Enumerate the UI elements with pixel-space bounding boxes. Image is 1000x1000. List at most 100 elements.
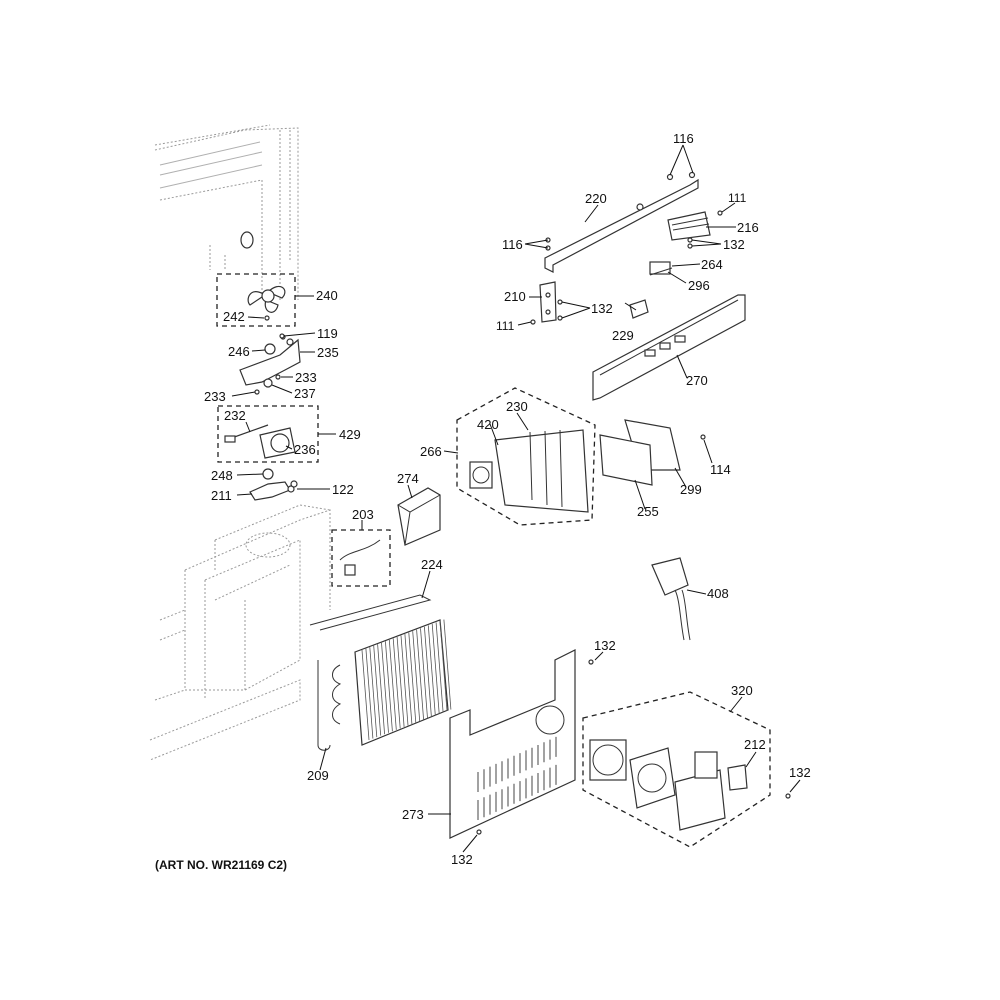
fan-420-icon bbox=[469, 461, 493, 489]
coil-fin bbox=[427, 625, 436, 716]
callout-122: 122 bbox=[332, 482, 354, 497]
power-plug-icon bbox=[651, 557, 689, 596]
callout-119: 119 bbox=[317, 326, 338, 341]
art-number: (ART NO. WR21169 C2) bbox=[155, 858, 287, 872]
callout-209: 209 bbox=[307, 768, 329, 783]
group-box-240 bbox=[216, 273, 296, 327]
callout-232: 232 bbox=[224, 408, 246, 423]
callout-210: 210 bbox=[504, 289, 526, 304]
callout-114: 114 bbox=[710, 462, 731, 477]
callout-229: 229 bbox=[612, 328, 634, 343]
coil-fin bbox=[443, 619, 452, 710]
harness-group bbox=[331, 529, 391, 587]
callout-273: 273 bbox=[402, 807, 424, 822]
cabinet-outline bbox=[154, 124, 299, 300]
callout-132: 132 bbox=[789, 765, 811, 780]
board-255 bbox=[599, 434, 653, 486]
fan-blade-icon bbox=[247, 291, 267, 306]
bracket-216 bbox=[667, 210, 723, 249]
housing-group bbox=[456, 387, 596, 526]
callout-132: 132 bbox=[594, 638, 616, 653]
callout-116: 116 bbox=[673, 131, 694, 146]
callout-255: 255 bbox=[637, 504, 659, 519]
callout-320: 320 bbox=[731, 683, 753, 698]
callout-132: 132 bbox=[723, 237, 745, 252]
fan-housing bbox=[674, 769, 726, 831]
coil-fin bbox=[412, 631, 421, 722]
coil-fin bbox=[361, 649, 370, 741]
callout-203: 203 bbox=[352, 507, 374, 522]
callout-242: 242 bbox=[223, 309, 245, 324]
harness-plug-icon bbox=[344, 564, 356, 576]
callout-230: 230 bbox=[506, 399, 528, 414]
callout-266: 266 bbox=[420, 444, 442, 459]
coil-fin bbox=[365, 648, 374, 739]
condenser-fan-icon bbox=[589, 739, 627, 781]
coil-fin bbox=[424, 626, 432, 717]
coil-fin bbox=[408, 632, 417, 723]
callout-220: 220 bbox=[585, 191, 607, 206]
coil-fin bbox=[373, 645, 382, 736]
lower-bracket bbox=[249, 468, 295, 501]
callout-132: 132 bbox=[591, 301, 613, 316]
coil-fin bbox=[396, 636, 405, 727]
grommet-246-icon bbox=[264, 343, 276, 355]
coil-fin bbox=[404, 634, 413, 725]
control-board bbox=[599, 419, 706, 486]
cover-274 bbox=[397, 487, 441, 546]
callout-labels: 116 220 111 216 116 132 264 296 210 132 … bbox=[204, 131, 811, 867]
callout-211: 211 bbox=[211, 488, 232, 503]
condenser-fan-group bbox=[582, 691, 791, 848]
small-parts-right bbox=[629, 261, 673, 319]
condenser-coil bbox=[309, 594, 452, 751]
coil-fin bbox=[385, 641, 393, 732]
fan-blade-group bbox=[216, 273, 296, 327]
clip-212-icon bbox=[727, 764, 748, 791]
coil-fin bbox=[435, 622, 444, 713]
machine-compartment-outline bbox=[149, 504, 331, 761]
callout-224: 224 bbox=[421, 557, 443, 572]
motor-bracket bbox=[239, 334, 301, 395]
coil-fin bbox=[416, 629, 424, 720]
coil-fin bbox=[392, 638, 401, 729]
coil-fin bbox=[420, 628, 428, 719]
callout-408: 408 bbox=[707, 586, 729, 601]
callout-236: 236 bbox=[294, 442, 316, 457]
callout-235: 235 bbox=[317, 345, 339, 360]
callout-237: 237 bbox=[294, 386, 316, 401]
callout-274: 274 bbox=[397, 471, 419, 486]
coil-fin bbox=[400, 635, 409, 726]
callout-299: 299 bbox=[680, 482, 702, 497]
group-box-320 bbox=[582, 691, 771, 848]
fan-shroud bbox=[629, 747, 676, 809]
callout-296: 296 bbox=[688, 278, 710, 293]
cabinet-knob-icon bbox=[240, 231, 254, 249]
bracket-210 bbox=[530, 281, 563, 325]
control-panel bbox=[592, 294, 746, 401]
coil-fin bbox=[388, 639, 397, 730]
callout-111: 111 bbox=[728, 191, 747, 205]
callout-216: 216 bbox=[737, 220, 759, 235]
connector-264-icon bbox=[649, 261, 671, 275]
power-cord bbox=[651, 557, 691, 641]
back-panel bbox=[449, 649, 576, 839]
callout-420: 420 bbox=[477, 417, 499, 432]
callout-116: 116 bbox=[502, 237, 523, 252]
callout-248: 248 bbox=[211, 468, 233, 483]
group-box-203 bbox=[331, 529, 391, 587]
coil-fin bbox=[431, 623, 440, 714]
callout-111: 111 bbox=[496, 319, 515, 333]
coil-fin bbox=[381, 642, 389, 733]
callout-264: 264 bbox=[701, 257, 723, 272]
callout-270: 270 bbox=[686, 373, 708, 388]
leader-lines bbox=[231, 144, 801, 853]
housing-420 bbox=[494, 429, 589, 513]
callout-233: 233 bbox=[204, 389, 226, 404]
callout-233: 233 bbox=[295, 370, 317, 385]
group-box-266 bbox=[456, 387, 596, 526]
coil-fin bbox=[439, 620, 448, 712]
callout-246: 246 bbox=[228, 344, 250, 359]
callout-212: 212 bbox=[744, 737, 766, 752]
callout-132: 132 bbox=[451, 852, 473, 867]
callout-240: 240 bbox=[316, 288, 338, 303]
